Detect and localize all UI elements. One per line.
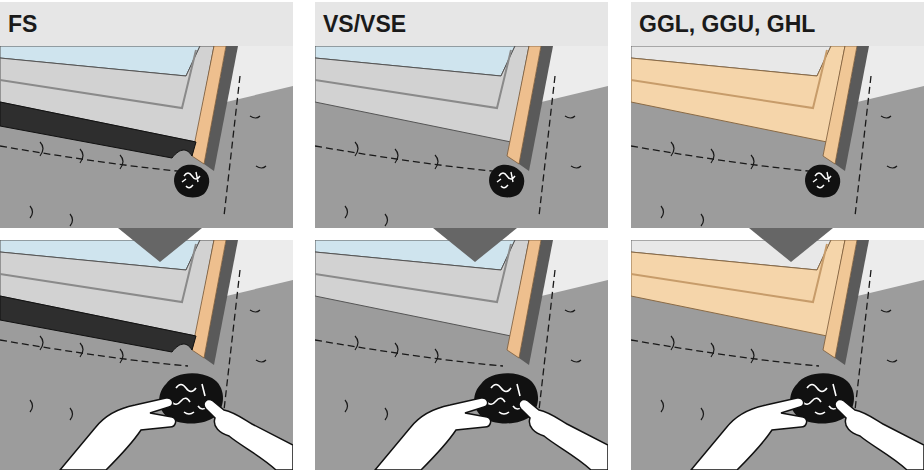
step-arrow <box>118 228 202 262</box>
window-frame <box>0 46 226 164</box>
roof-scene <box>315 46 608 228</box>
window-frame <box>315 46 541 164</box>
sealant-blob <box>805 165 840 198</box>
hands <box>60 398 293 470</box>
header-text: VS/VSE <box>315 2 608 46</box>
window-frame <box>0 240 226 358</box>
step-arrow <box>433 228 517 262</box>
roof-scene <box>315 240 608 470</box>
roof-scene <box>631 46 924 228</box>
window-frame <box>631 46 857 164</box>
black-flashing <box>0 296 196 352</box>
roof-scene <box>0 240 293 470</box>
roof-scene <box>0 46 293 228</box>
header-band: GGL, GGU, GHL <box>631 2 924 46</box>
header-band: VS/VSE <box>315 2 608 46</box>
step-panel <box>631 240 924 470</box>
black-flashing <box>0 102 196 158</box>
step-panel <box>631 46 924 228</box>
sealant-blob <box>174 165 209 198</box>
header-band: FS <box>0 2 293 46</box>
header-text: GGL, GGU, GHL <box>631 2 924 46</box>
step-panel <box>315 240 608 470</box>
window-frame <box>315 240 541 358</box>
step-arrow <box>749 228 833 262</box>
step-panel <box>0 240 293 470</box>
header-text: FS <box>0 2 293 46</box>
hands <box>691 398 924 470</box>
window-frame <box>631 240 857 358</box>
step-panel <box>315 46 608 228</box>
hands <box>375 398 608 470</box>
sealant-blob <box>489 165 524 198</box>
roof-scene <box>631 240 924 470</box>
step-panel <box>0 46 293 228</box>
